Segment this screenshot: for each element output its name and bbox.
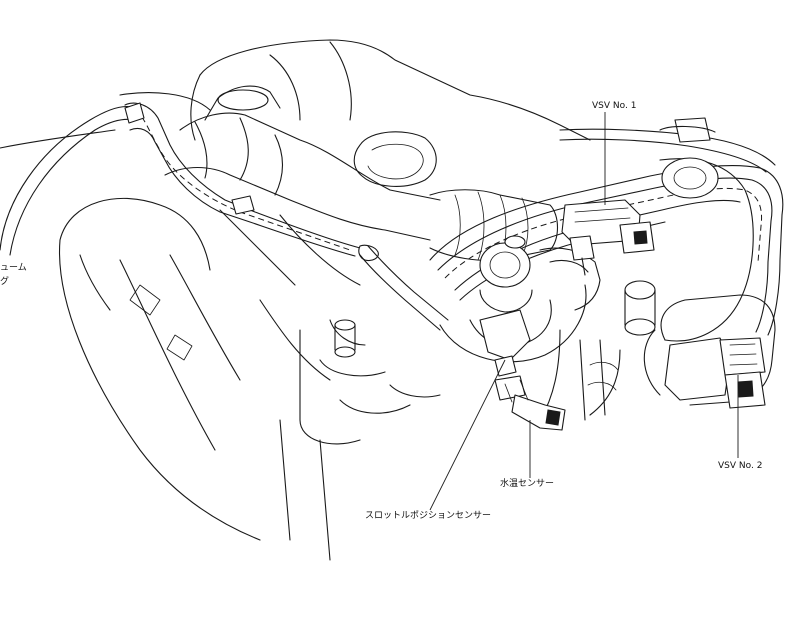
vsv-no2-unit bbox=[643, 294, 776, 409]
vsv-no1-label: VSV No. 1 bbox=[592, 101, 636, 111]
intake-plenum bbox=[539, 117, 754, 421]
leader-lines bbox=[429, 112, 739, 511]
water-temp-sensor-label: 水温センサー bbox=[500, 477, 554, 489]
throttle-body-cluster bbox=[439, 235, 601, 377]
water-temp-sensor-part bbox=[494, 375, 566, 431]
left-cut-label-line1: ューム bbox=[0, 262, 27, 273]
left-wire-harness bbox=[0, 102, 449, 331]
engine-block-outline bbox=[58, 39, 591, 561]
vsv-no2-label: VSV No. 2 bbox=[718, 461, 762, 471]
oil-filler-cap bbox=[353, 131, 437, 187]
air-intake-hose bbox=[164, 85, 559, 261]
left-cut-label-line2: グ bbox=[0, 275, 9, 287]
throttle-position-sensor-label: スロットルポジションセンサー bbox=[365, 510, 491, 521]
vsv-no1-unit bbox=[561, 199, 655, 276]
